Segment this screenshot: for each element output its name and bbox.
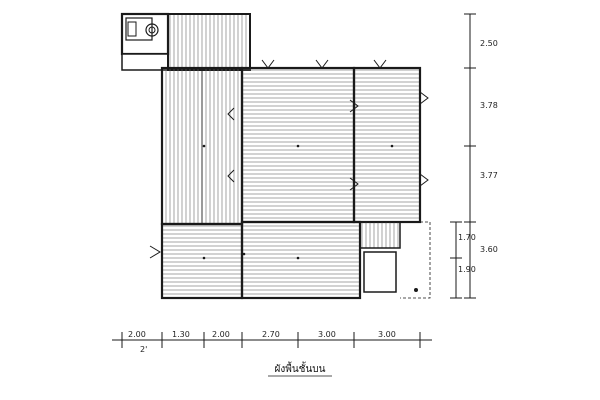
horizontal-dimension-chain (112, 332, 432, 348)
vdim-2: 3.78 (480, 101, 498, 110)
hdim-5: 3.00 (318, 330, 336, 339)
hdim-sub: 2' (140, 345, 147, 354)
vdim-sub-2: 1.90 (458, 265, 476, 274)
upper-corridor (167, 13, 251, 71)
hdim-6: 3.00 (378, 330, 396, 339)
toilet-block (120, 12, 170, 71)
stair-area (359, 221, 431, 299)
hdim-4: 2.70 (262, 330, 280, 339)
hdim-1: 2.00 (128, 330, 146, 339)
vdim-sub-1: 1.70 (458, 233, 476, 242)
room-bottom-central (240, 220, 362, 300)
vdim-1: 2.50 (480, 39, 498, 48)
room-left-vertical (160, 66, 244, 226)
building-plan (120, 12, 431, 300)
window-shutters (149, 59, 429, 259)
hdim-2: 1.30 (172, 330, 190, 339)
vdim-4: 3.60 (480, 245, 498, 254)
plan-title: ผังพื้นชั้นบน (275, 361, 326, 375)
room-right (352, 66, 422, 224)
room-bottom-left (160, 222, 244, 300)
hdim-3: 2.00 (212, 330, 230, 339)
vdim-3: 3.77 (480, 171, 498, 180)
column-marks (202, 144, 394, 260)
vertical-dimension-chain (450, 13, 476, 299)
